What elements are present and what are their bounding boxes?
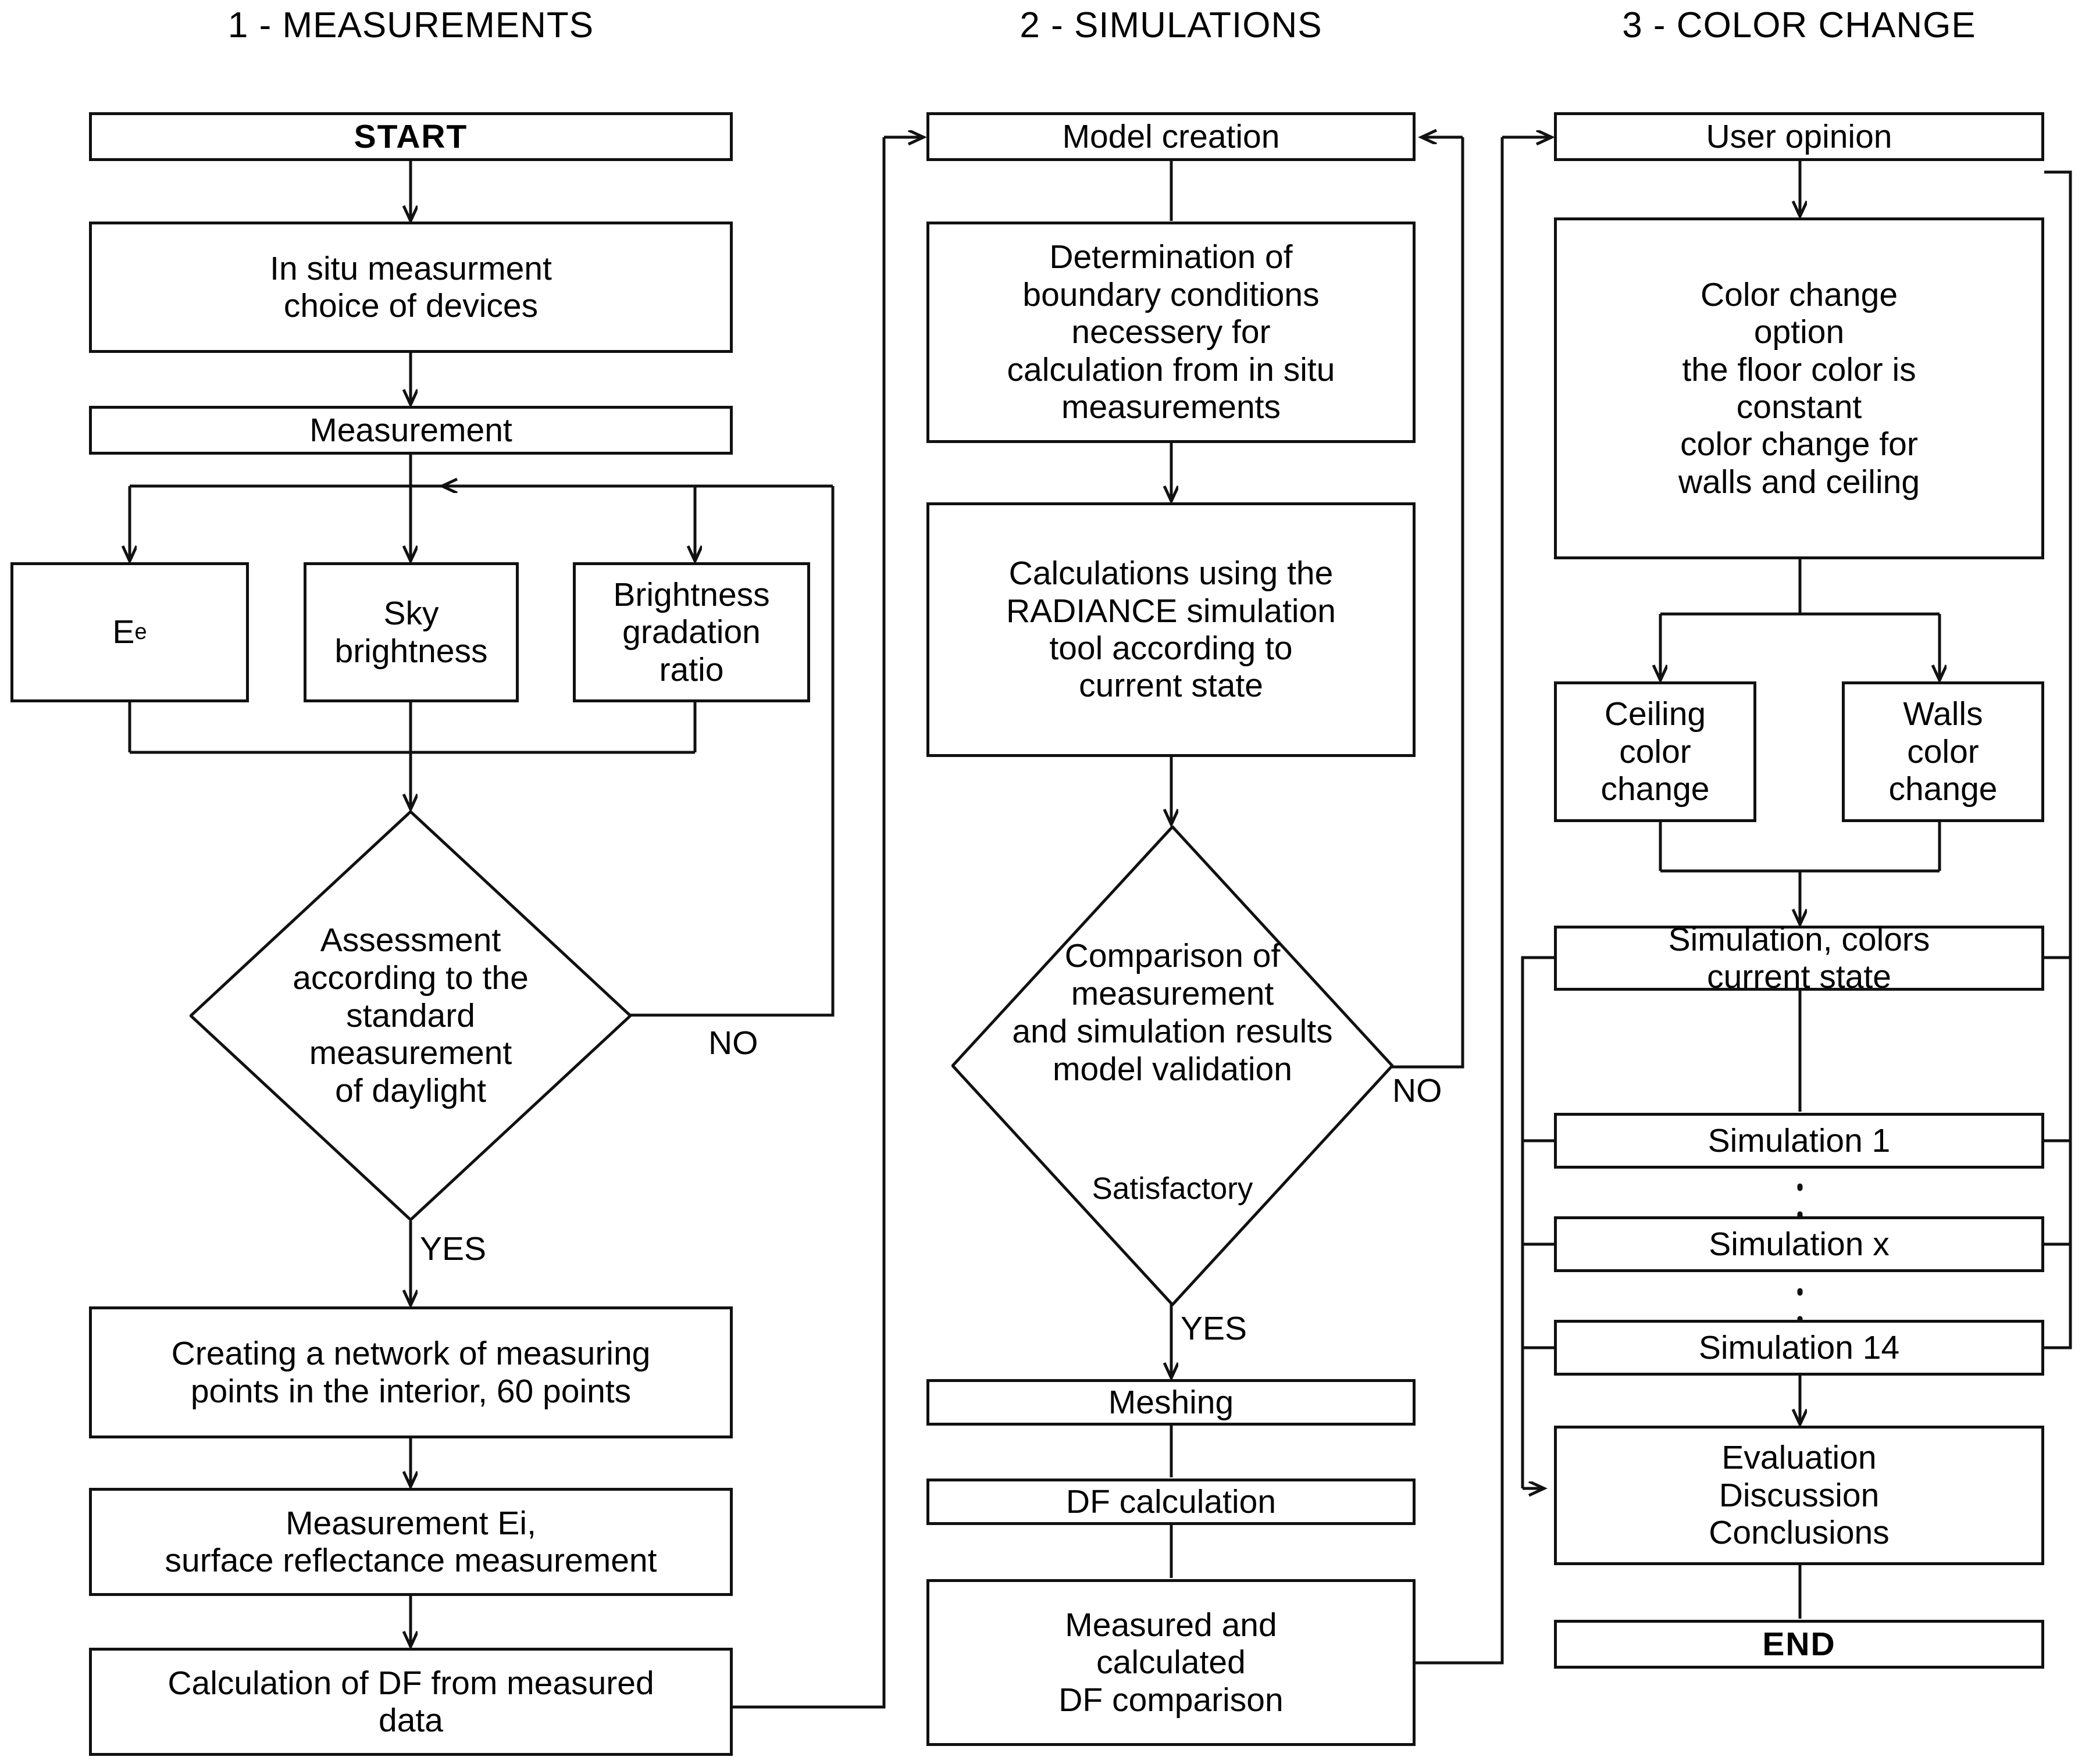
edge-label-assessment-no: NO [708, 1024, 758, 1062]
node-ee-subscript: e [134, 620, 147, 645]
decision-model-validation-label: Comparison of measurement and simulation… [1012, 937, 1333, 1088]
column-title-measurements: 1 - MEASUREMENTS [227, 5, 594, 45]
node-df-calculation[interactable]: DF calculation [926, 1479, 1416, 1525]
node-measurement[interactable]: Measurement [89, 406, 733, 455]
node-simulation-14[interactable]: Simulation 14 [1554, 1320, 2044, 1376]
column-title-simulations: 2 - SIMULATIONS [1019, 5, 1322, 45]
node-measuring-points-network[interactable]: Creating a network of measuring points i… [89, 1306, 733, 1438]
edge-label-comparison-yes: YES [1181, 1310, 1247, 1347]
node-model-creation[interactable]: Model creation [926, 112, 1416, 161]
node-meshing[interactable]: Meshing [926, 1379, 1416, 1426]
node-end[interactable]: END [1554, 1620, 2044, 1669]
decision-assessment-label: Assessment according to the standard mea… [293, 921, 529, 1110]
node-ceiling-color-change[interactable]: Ceiling color change [1554, 681, 1756, 822]
node-ee-label: E [112, 613, 135, 651]
node-radiance-calculations[interactable]: Calculations using the RADIANCE simulati… [926, 502, 1416, 757]
node-brightness-gradation-ratio[interactable]: Brightness gradation ratio [573, 562, 810, 702]
edge-label-assessment-yes: YES [420, 1230, 487, 1267]
decision-model-validation[interactable]: Comparison of measurement and simulation… [951, 826, 1393, 1306]
node-simulation-1[interactable]: Simulation 1 [1554, 1113, 2044, 1169]
decision-model-validation-satisfactory: Satisfactory [1092, 1172, 1253, 1206]
node-simulation-current-state[interactable]: Simulation, colors current state [1554, 921, 2044, 995]
column-title-color-change: 3 - COLOR CHANGE [1622, 5, 1976, 45]
node-boundary-conditions[interactable]: Determination of boundary conditions nec… [926, 222, 1416, 443]
node-simulation-x[interactable]: Simulation x [1554, 1216, 2044, 1272]
node-sky-brightness[interactable]: Sky brightness [304, 562, 519, 702]
edge-label-comparison-no: NO [1392, 1072, 1442, 1109]
node-walls-color-change[interactable]: Walls color change [1842, 681, 2044, 822]
node-start[interactable]: START [89, 112, 733, 161]
node-df-from-measured-data[interactable]: Calculation of DF from measured data [89, 1648, 733, 1756]
node-user-opinion[interactable]: User opinion [1554, 112, 2044, 161]
node-evaluation-discussion-conclusions[interactable]: Evaluation Discussion Conclusions [1554, 1426, 2044, 1565]
decision-assessment-daylight[interactable]: Assessment according to the standard mea… [190, 810, 632, 1221]
node-df-comparison[interactable]: Measured and calculated DF comparison [926, 1579, 1416, 1746]
node-measurement-ei[interactable]: Measurement Ei, surface reflectance meas… [89, 1488, 733, 1596]
node-color-change-option[interactable]: Color change option the floor color is c… [1554, 217, 2044, 559]
node-in-situ-measurement[interactable]: In situ measurment choice of devices [89, 222, 733, 353]
